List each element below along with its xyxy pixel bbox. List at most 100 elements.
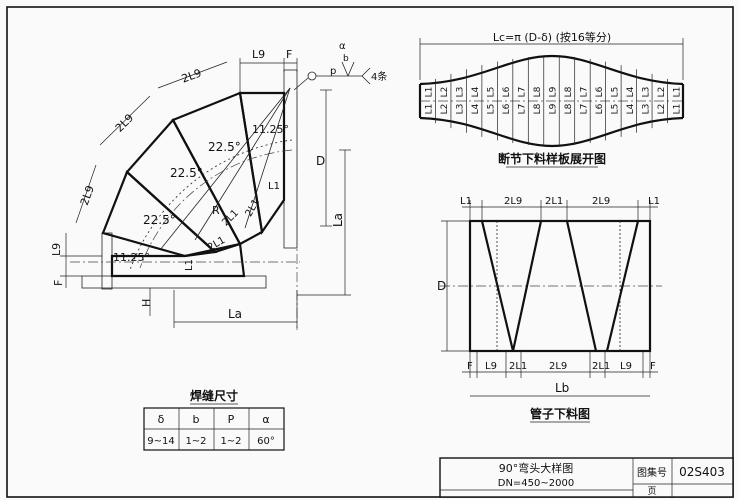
weld-label-b: b <box>343 54 349 64</box>
unfold-cell-bottom-label: L9 <box>549 103 559 114</box>
title-subtitle: DN=450~2000 <box>498 478 574 489</box>
unfold-cell-bottom-label: L4 <box>626 103 636 114</box>
unfold-bottom-curve <box>419 116 684 148</box>
weld-tail-up <box>361 67 371 77</box>
label-angle-top: 11.25° <box>252 123 289 136</box>
weld-size-table: 焊缝尺寸 δ b P α 9~14 1~2 1~2 60° <box>143 388 285 451</box>
unfold-cell-bottom-label: L7 <box>518 104 528 115</box>
weld-leader <box>293 77 309 91</box>
page-label: 页 <box>647 486 656 497</box>
sheet-border <box>6 6 734 498</box>
label-angle-3: 22.5° <box>143 213 176 227</box>
flange-top <box>283 69 298 249</box>
unfold-cell-bottom-label: L6 <box>595 103 605 114</box>
weld-v-right <box>347 61 355 77</box>
cut-top-label-2L9-left: 2L9 <box>504 196 522 207</box>
unfold-cell-top-label: L5 <box>487 87 497 98</box>
cut-top-label-L1-right: L1 <box>648 196 660 207</box>
label-F-top: F <box>286 48 292 61</box>
cut-line-3 <box>565 220 598 352</box>
weld-symbol: α b p 4条 <box>293 41 387 91</box>
label-L1-left: L1 <box>184 259 195 271</box>
weld-value-alpha: 60° <box>257 436 275 447</box>
elbow-segments <box>101 91 286 278</box>
unfold-cell-top-label: L4 <box>471 86 481 97</box>
label-2L9-b: 2L9 <box>113 111 136 134</box>
unfold-cell-top-label: L6 <box>595 86 605 97</box>
unfold-cell-bottom-label: L7 <box>579 104 589 115</box>
dim-2L9-a <box>157 61 228 89</box>
weld-label-count: 4条 <box>371 70 387 83</box>
unfold-cell-top-label: L1 <box>672 87 682 98</box>
weld-label-p: p <box>330 66 336 77</box>
unfold-cell-bottom-label: L2 <box>657 104 667 115</box>
unfold-cell-top-label: L2 <box>440 87 450 98</box>
label-2L9-a: 2L9 <box>180 66 203 85</box>
cut-top-label-2L1: 2L1 <box>545 196 563 207</box>
cut-bot-label-L9-right: L9 <box>620 361 632 372</box>
cut-bot-label-F-left: F <box>467 361 473 372</box>
label-2L9-c: 2L9 <box>78 184 97 207</box>
unfold-top-curve <box>419 54 684 86</box>
unfold-template: Lc=π (D-δ) (按16等分) L1L1L2L2L3L3L4L4L5L5L… <box>418 30 685 168</box>
cut-label-Lb: Lb <box>555 381 569 395</box>
dim-2L9-b <box>99 95 151 146</box>
label-angle-2: 22.5° <box>170 166 203 180</box>
cut-line-1 <box>480 220 515 352</box>
unfold-cell-bottom-label: L8 <box>533 103 543 114</box>
weld-v-left <box>341 61 349 77</box>
cut-bot-label-F-right: F <box>650 361 656 372</box>
unfold-cell-top-label: L9 <box>549 86 559 97</box>
label-angle-1: 22.5° <box>208 140 241 154</box>
cut-bot-label-L9-left: L9 <box>485 361 497 372</box>
cutting-title: 管子下料图 <box>530 406 590 421</box>
unfold-cells: L1L1L2L2L3L3L4L4L5L5L6L6L7L7L8L8L9L9L8L8… <box>425 86 683 114</box>
title-block: 90°弯头大样图 DN=450~2000 图集号 02S403 页 <box>439 457 734 498</box>
weld-value-p: 1~2 <box>220 436 241 447</box>
label-R: R <box>212 204 220 217</box>
weld-table-title: 焊缝尺寸 <box>190 388 238 403</box>
unfold-cell-top-label: L1 <box>425 87 435 98</box>
unfold-grid <box>435 56 668 146</box>
segment-bottom <box>110 242 246 278</box>
unfold-cell-bottom-label: L5 <box>487 104 497 115</box>
unfold-cell-top-label: L7 <box>579 87 589 98</box>
weld-tail-down <box>361 75 371 85</box>
flange-bottom <box>81 275 267 289</box>
unfold-cell-bottom-label: L4 <box>471 103 481 114</box>
label-L9-left: L9 <box>50 243 63 256</box>
label-L9-top: L9 <box>252 48 265 61</box>
label-La-vertical: La <box>331 213 345 227</box>
unfold-cell-top-label: L3 <box>641 87 651 98</box>
label-La-horizontal: La <box>228 307 242 321</box>
unfold-cell-top-label: L3 <box>456 87 466 98</box>
label-D-elbow: D <box>316 154 325 168</box>
cut-top-label-L1-left: L1 <box>460 196 472 207</box>
unfold-cell-top-label: L4 <box>626 86 636 97</box>
dim-2L9-c <box>75 164 97 224</box>
cut-bot-label-2L9: 2L9 <box>549 361 567 372</box>
weld-header-delta: δ <box>158 413 165 426</box>
weld-header-p: P <box>228 413 235 426</box>
flange-left-block <box>101 232 113 290</box>
elbow-detail: L9 F 2L9 2L9 2L9 11.25° 22.5° 22.5° 22.5… <box>50 41 387 330</box>
unfold-cell-bottom-label: L6 <box>502 103 512 114</box>
cut-bot-label-2L1-right: 2L1 <box>592 361 610 372</box>
atlas-number-label: 图集号 <box>637 466 667 479</box>
cut-top-label-2L9-right: 2L9 <box>592 196 610 207</box>
unfold-cell-bottom-label: L1 <box>672 104 682 115</box>
unfold-cell-top-label: L7 <box>518 87 528 98</box>
unfold-cell-bottom-label: L1 <box>425 104 435 115</box>
cut-line-4 <box>605 220 640 352</box>
unfold-cell-bottom-label: L2 <box>440 104 450 115</box>
cut-line-2 <box>511 220 543 352</box>
atlas-number: 02S403 <box>679 465 725 479</box>
unfold-cell-top-label: L8 <box>564 86 574 97</box>
radial-line-1 <box>244 87 291 229</box>
unfold-total-label: Lc=π (D-δ) (按16等分) <box>493 30 611 44</box>
segment-4 <box>101 170 218 258</box>
label-angle-bottom: 11.25° <box>113 251 150 264</box>
weld-header-alpha: α <box>262 413 269 426</box>
